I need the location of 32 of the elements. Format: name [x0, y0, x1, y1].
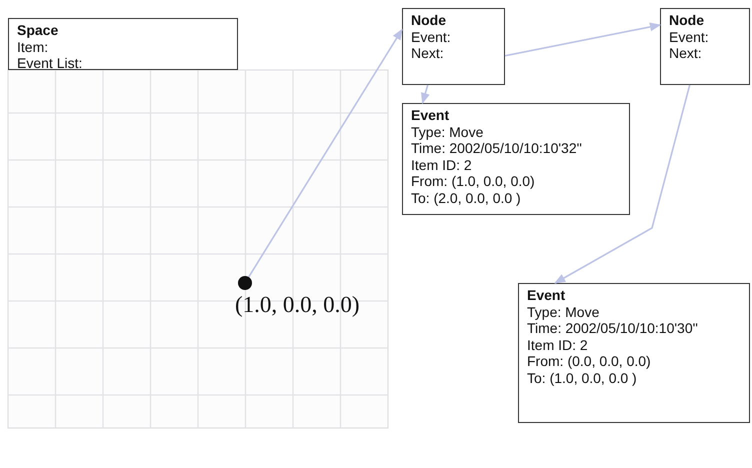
- field-label: Type: Move: [527, 304, 600, 320]
- arrow: [554, 84, 690, 284]
- box-heading: Node: [411, 12, 447, 28]
- event-box: [518, 283, 750, 423]
- arrow: [421, 84, 430, 104]
- field-label: From: (0.0, 0.0, 0.0): [527, 353, 652, 370]
- field-label: Type: Move: [411, 124, 484, 140]
- coordinate-label: (1.0, 0.0, 0.0): [235, 292, 360, 318]
- field-label: Item ID: 2: [411, 156, 473, 173]
- box-heading: Space: [17, 22, 60, 38]
- event-box: [402, 103, 630, 215]
- field-label: Next:: [411, 45, 445, 62]
- field-label: Item:: [17, 38, 50, 55]
- dot-marker: [238, 276, 252, 290]
- field-label: Time: 2002/05/10/10:10'32'': [411, 140, 583, 156]
- box-heading: Node: [669, 12, 705, 28]
- class-box: [8, 18, 238, 70]
- arrow: [504, 22, 662, 57]
- field-label: To: (2.0, 0.0, 0.0 ): [411, 190, 522, 206]
- field-label: To: (1.0, 0.0, 0.0 ): [527, 370, 638, 386]
- field-label: Time: 2002/05/10/10:10'30'': [527, 320, 699, 336]
- node-box: [402, 8, 505, 85]
- field-label: Event:: [411, 28, 452, 45]
- node-box: [660, 8, 750, 85]
- field-label: Item ID: 2: [527, 336, 589, 353]
- field-label: From: (1.0, 0.0, 0.0): [411, 173, 536, 190]
- field-label: Event List:: [17, 55, 84, 72]
- field-label: Event:: [669, 28, 710, 45]
- box-heading: Event: [411, 107, 450, 124]
- field-label: Next:: [669, 45, 703, 62]
- box-heading: Event: [527, 287, 566, 304]
- arrow: [248, 28, 403, 278]
